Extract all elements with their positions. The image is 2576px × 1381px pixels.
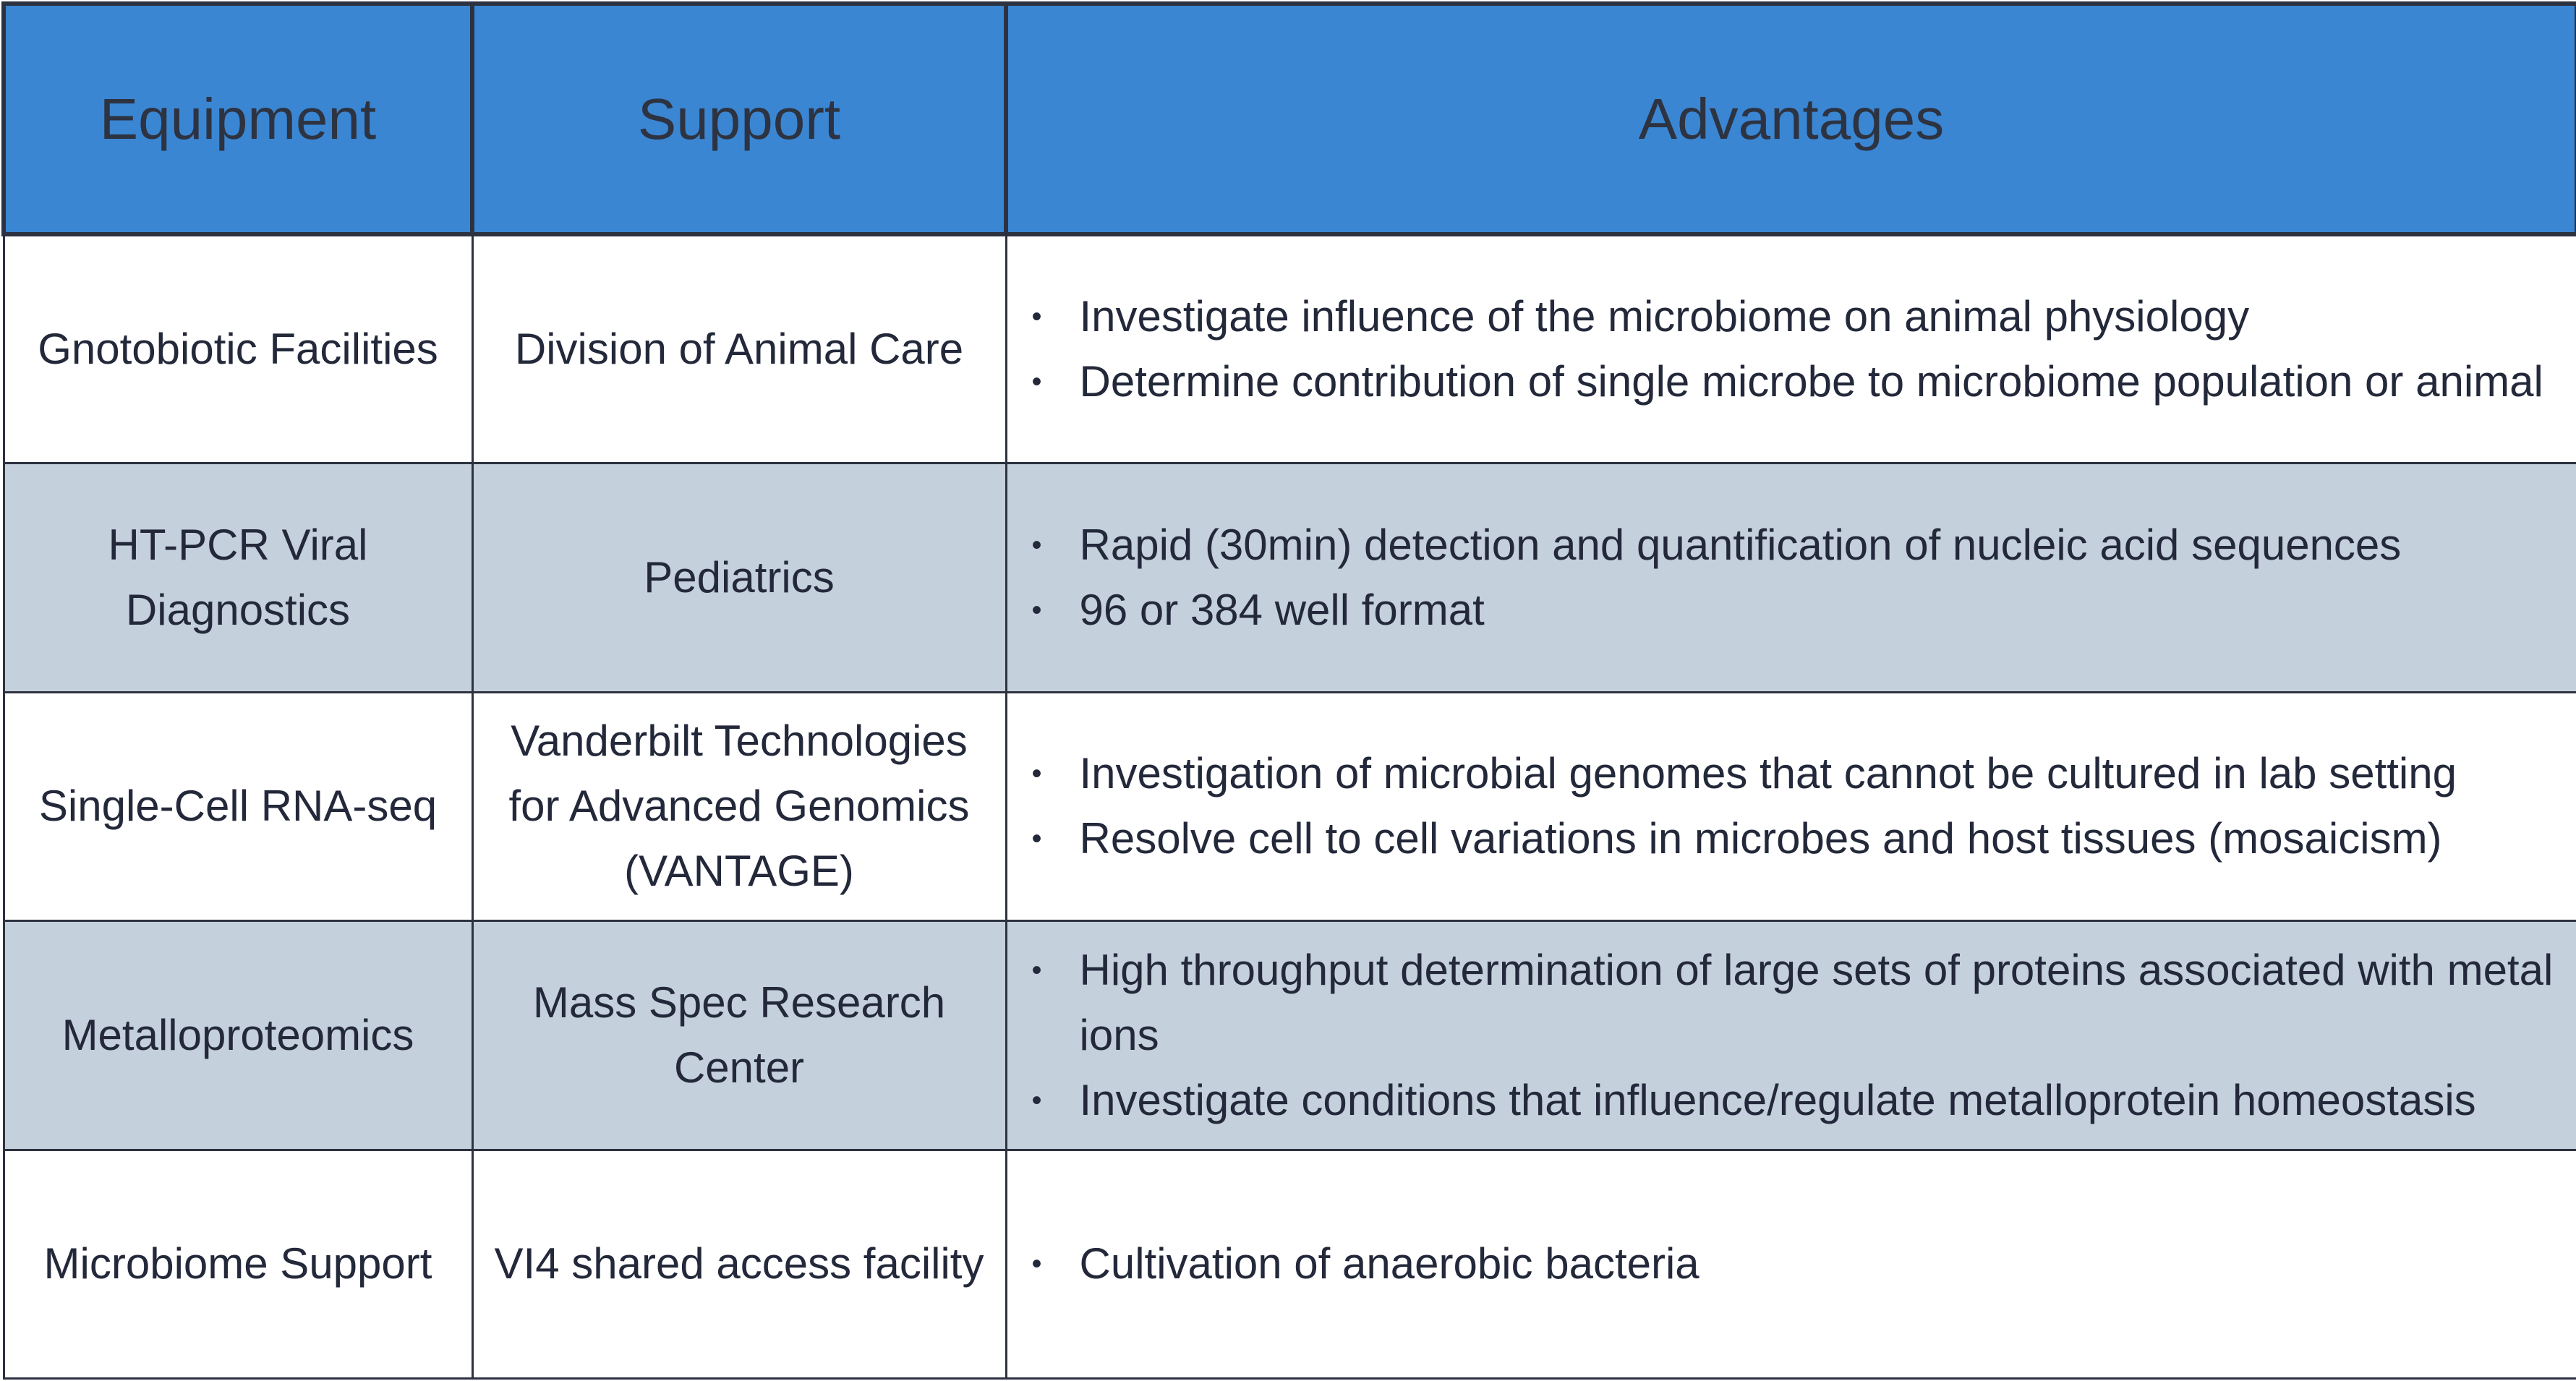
list-item: • Investigation of microbial genomes that… (1022, 741, 2562, 806)
equipment-cell: Single-Cell RNA-seq (2, 690, 474, 922)
advantages-cell: • Investigation of microbial genomes that… (1005, 690, 2576, 922)
advantage-text: Investigate influence of the microbiome … (1079, 292, 2250, 341)
advantage-text: Investigate conditions that influence/re… (1079, 1075, 2476, 1124)
list-item: • Determine contribution of single microb… (1022, 349, 2562, 414)
support-cell: Division of Animal Care (471, 233, 1007, 464)
list-item: • Cultivation of anaerobic bacteria (1022, 1231, 2562, 1296)
advantages-list: • Cultivation of anaerobic bacteria (1022, 1231, 2562, 1296)
advantages-cell: • Rapid (30min) detection and quantificat… (1005, 462, 2576, 693)
support-cell: Pediatrics (471, 462, 1007, 693)
list-item: • 96 or 384 well format (1022, 578, 2562, 643)
advantage-text: High throughput determination of large s… (1079, 945, 2554, 1059)
bullet-icon: • (1031, 529, 1042, 561)
bullet-icon: • (1031, 954, 1042, 986)
list-item: • Resolve cell to cell variations in micr… (1022, 806, 2562, 871)
list-item: • Rapid (30min) detection and quantificat… (1022, 513, 2562, 578)
header-advantages: Advantages (1004, 1, 2576, 236)
list-item: • High throughput determination of large … (1022, 938, 2562, 1068)
header-row: Equipment Support Advantages (1, 1, 2576, 236)
bullet-icon: • (1031, 1248, 1042, 1280)
advantage-text: Resolve cell to cell variations in micro… (1079, 814, 2442, 863)
advantage-text: Determine contribution of single microbe… (1079, 357, 2543, 406)
table-row: Gnotobiotic Facilities Division of Anima… (2, 233, 2576, 464)
support-cell: VI4 shared access facility (471, 1148, 1007, 1380)
support-cell: Vanderbilt Technologies for Advanced Gen… (471, 690, 1007, 922)
header-support: Support (470, 1, 1008, 236)
table-row: Single-Cell RNA-seq Vanderbilt Technolog… (2, 690, 2576, 922)
advantages-list: • High throughput determination of large … (1022, 938, 2562, 1133)
table-row: HT-PCR Viral Diagnostics Pediatrics • Rap… (2, 462, 2576, 693)
equipment-cell: Metalloproteomics (2, 920, 474, 1151)
bullet-icon: • (1031, 1084, 1042, 1116)
equipment-cell: HT-PCR Viral Diagnostics (2, 462, 474, 693)
bullet-icon: • (1031, 366, 1042, 398)
support-cell: Mass Spec Research Center (471, 920, 1007, 1151)
equipment-cell: Microbiome Support (2, 1148, 474, 1380)
advantage-text: Investigation of microbial genomes that … (1079, 749, 2457, 798)
bullet-icon: • (1031, 594, 1042, 626)
bullet-icon: • (1031, 823, 1042, 855)
bullet-icon: • (1031, 758, 1042, 790)
table-row: Metalloproteomics Mass Spec Research Cen… (2, 920, 2576, 1151)
advantages-list: • Investigation of microbial genomes that… (1022, 741, 2562, 871)
advantage-text: Rapid (30min) detection and quantificati… (1079, 520, 2402, 569)
advantage-text: Cultivation of anaerobic bacteria (1079, 1239, 1699, 1288)
equipment-cell: Gnotobiotic Facilities (2, 233, 474, 464)
advantages-list: • Rapid (30min) detection and quantificat… (1022, 513, 2562, 643)
advantages-cell: • Cultivation of anaerobic bacteria (1005, 1148, 2576, 1380)
list-item: • Investigate influence of the microbiome… (1022, 284, 2562, 349)
advantages-list: • Investigate influence of the microbiome… (1022, 284, 2562, 414)
bullet-icon: • (1031, 301, 1042, 333)
advantages-cell: • High throughput determination of large … (1005, 920, 2576, 1151)
list-item: • Investigate conditions that influence/r… (1022, 1068, 2562, 1133)
table-row: Microbiome Support VI4 shared access fac… (2, 1148, 2576, 1380)
header-equipment: Equipment (1, 1, 474, 236)
advantages-cell: • Investigate influence of the microbiome… (1005, 233, 2576, 464)
advantage-text: 96 or 384 well format (1079, 585, 1485, 634)
